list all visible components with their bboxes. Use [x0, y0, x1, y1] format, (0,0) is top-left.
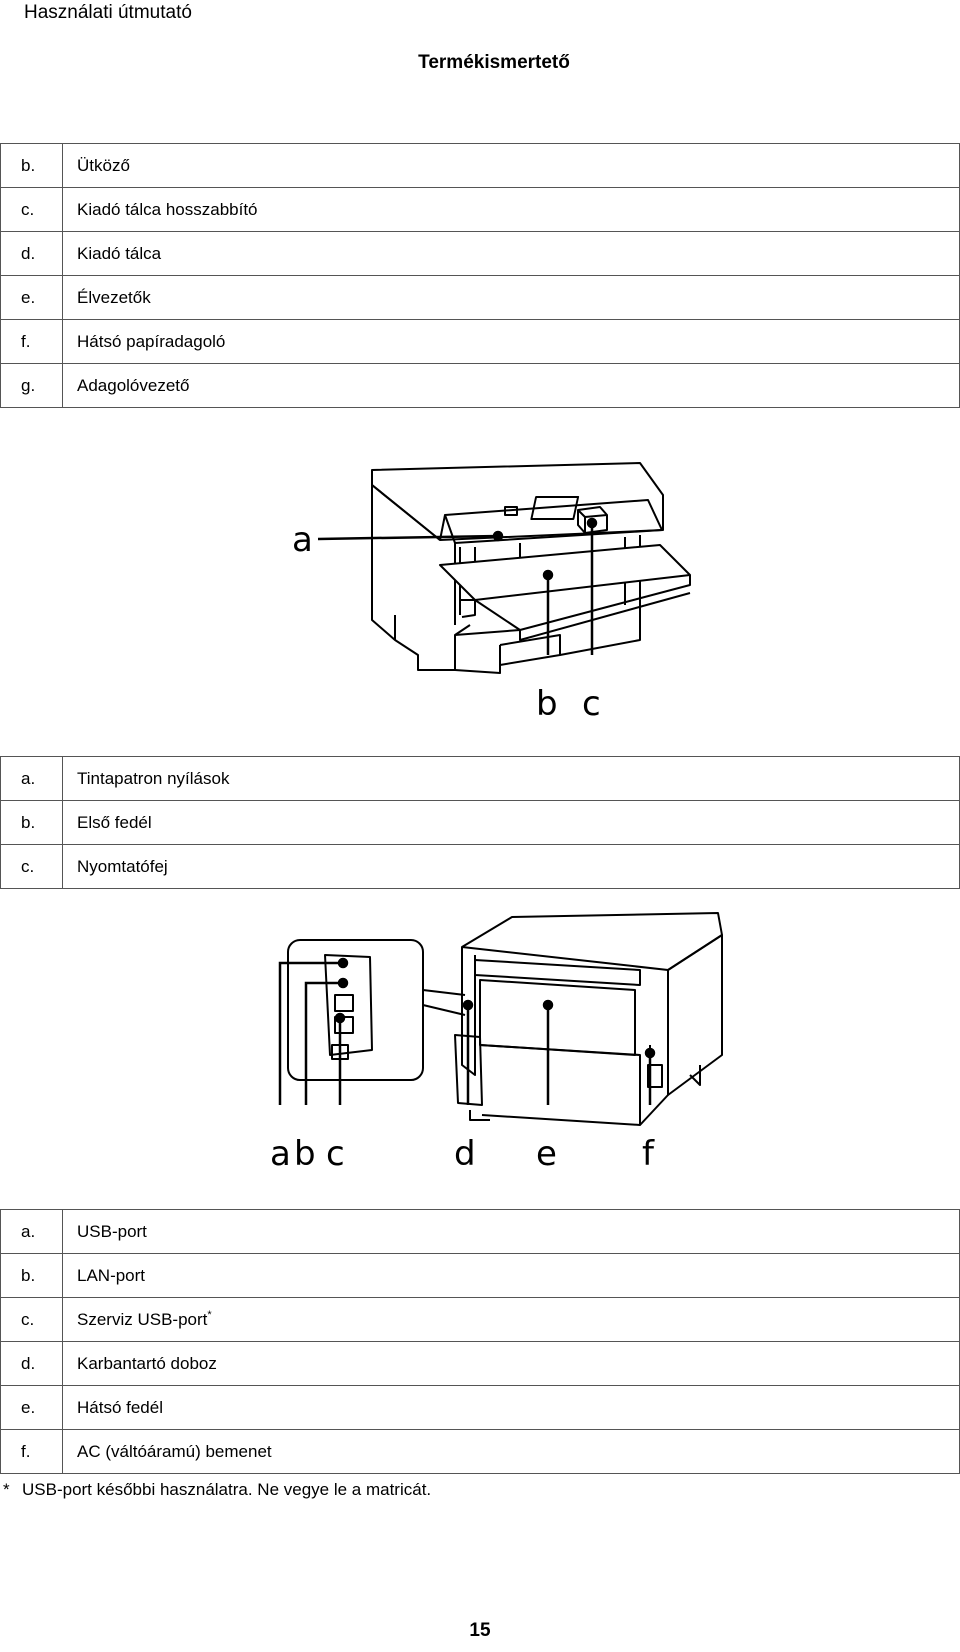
- footnote-mark: *: [3, 1480, 10, 1499]
- row-letter: f.: [0, 319, 63, 364]
- callout-c: c: [582, 684, 601, 724]
- row-letter: f.: [0, 1429, 63, 1474]
- row-label: Karbantartó doboz: [62, 1341, 960, 1386]
- footnote: * USB-port későbbi használatra. Ne vegye …: [0, 1480, 431, 1500]
- callout-b: b: [294, 1134, 316, 1174]
- row-label: Kiadó tálca: [62, 231, 960, 276]
- table-row: a.USB-port: [0, 1209, 960, 1254]
- row-letter: b.: [0, 800, 63, 845]
- row-label: Kiadó tálca hosszabbító: [62, 187, 960, 232]
- table-row: c.Nyomtatófej: [0, 844, 960, 889]
- row-label: Első fedél: [62, 800, 960, 845]
- row-letter: a.: [0, 756, 63, 801]
- callout-d: d: [454, 1134, 476, 1174]
- row-label: Hátsó fedél: [62, 1385, 960, 1430]
- page-number: 15: [469, 1620, 491, 1641]
- row-label: Szerviz USB-port*: [62, 1297, 960, 1342]
- row-letter: c.: [0, 187, 63, 232]
- row-letter: g.: [0, 363, 63, 408]
- table-row: e.Hátsó fedél: [0, 1385, 960, 1430]
- table-row: f.AC (váltóáramú) bemenet: [0, 1429, 960, 1474]
- table-row: b.Ütköző: [0, 143, 960, 188]
- row-label: Élvezetők: [62, 275, 960, 320]
- table-row: g.Adagolóvezető: [0, 363, 960, 408]
- table-row: d.Karbantartó doboz: [0, 1341, 960, 1386]
- table-row: a.Tintapatron nyílások: [0, 756, 960, 801]
- row-letter: b.: [0, 1253, 63, 1298]
- footnote-text: USB-port későbbi használatra. Ne vegye l…: [22, 1480, 432, 1499]
- row-letter: d.: [0, 1341, 63, 1386]
- row-label: LAN-port: [62, 1253, 960, 1298]
- callout-e: e: [536, 1134, 557, 1174]
- callout-f: f: [642, 1134, 655, 1174]
- row-label: AC (váltóáramú) bemenet: [62, 1429, 960, 1474]
- document-header-title: Használati útmutató: [24, 2, 192, 23]
- printer-rear-illustration: a b c d e f: [270, 912, 723, 1174]
- table-row: f.Hátsó papíradagoló: [0, 319, 960, 364]
- row-letter: e.: [0, 1385, 63, 1430]
- row-letter: e.: [0, 275, 63, 320]
- table-row: e.Élvezetők: [0, 275, 960, 320]
- callout-b: b: [536, 684, 558, 724]
- table-row: c.Kiadó tálca hosszabbító: [0, 187, 960, 232]
- row-letter: c.: [0, 844, 63, 889]
- parts-table-3: a.USB-port b.LAN-port c.Szerviz USB-port…: [0, 1209, 960, 1474]
- parts-table-2: a.Tintapatron nyílások b.Első fedél c.Ny…: [0, 756, 960, 889]
- table-row: d.Kiadó tálca: [0, 231, 960, 276]
- callout-a: a: [292, 520, 313, 560]
- row-label: USB-port: [62, 1209, 960, 1254]
- row-label: Hátsó papíradagoló: [62, 319, 960, 364]
- row-label: Tintapatron nyílások: [62, 756, 960, 801]
- footnote-marker: *: [207, 1309, 212, 1321]
- table-row: b.LAN-port: [0, 1253, 960, 1298]
- row-label: Adagolóvezető: [62, 363, 960, 408]
- parts-table-1: b.Ütköző c.Kiadó tálca hosszabbító d.Kia…: [0, 143, 960, 408]
- row-label: Ütköző: [62, 143, 960, 188]
- row-letter: c.: [0, 1297, 63, 1342]
- table-row: b.Első fedél: [0, 800, 960, 845]
- section-title: Termékismertető: [418, 52, 570, 73]
- table-row: c.Szerviz USB-port*: [0, 1297, 960, 1342]
- callout-a: a: [270, 1134, 291, 1174]
- printer-front-illustration: a b c: [292, 462, 691, 724]
- row-label: Nyomtatófej: [62, 844, 960, 889]
- row-letter: b.: [0, 143, 63, 188]
- row-letter: a.: [0, 1209, 63, 1254]
- callout-c: c: [326, 1134, 345, 1174]
- row-letter: d.: [0, 231, 63, 276]
